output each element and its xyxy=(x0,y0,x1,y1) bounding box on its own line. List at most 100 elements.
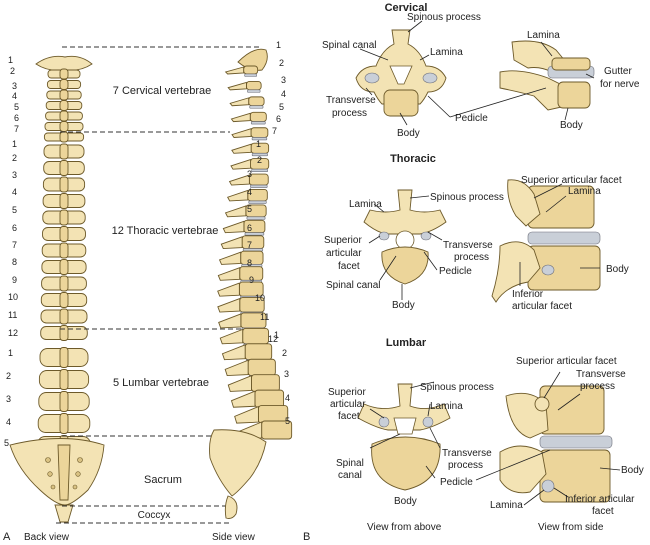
lumbar-sup-art-label-3: facet xyxy=(338,411,360,422)
lumbar-spinous-label: Spinous process xyxy=(420,382,494,393)
side-vertebra xyxy=(224,204,267,220)
cervical-region-label: 7 Cervical vertebrae xyxy=(113,85,211,97)
thoracic-leaders xyxy=(368,183,600,300)
side-num-t1: 1 xyxy=(256,139,261,149)
side-vertebra xyxy=(227,80,262,93)
back-vertebra xyxy=(39,347,89,368)
cervical-gutter-label-2: for nerve xyxy=(600,79,640,90)
thoracic-side-body-label: Body xyxy=(606,264,629,275)
cervical-transverse-label-1: Transverse xyxy=(326,95,376,106)
lumbar-side-body-label: Body xyxy=(621,465,644,476)
side-vertebra xyxy=(224,65,259,77)
side-vertebra xyxy=(229,96,265,109)
back-vertebra xyxy=(45,100,83,111)
back-vertebra xyxy=(41,242,87,259)
panel-a-letter: A xyxy=(3,531,11,543)
side-num-c3: 3 xyxy=(281,75,286,85)
side-num-t2: 2 xyxy=(257,155,262,165)
back-num-t4: 4 xyxy=(12,187,17,197)
side-num-t9: 9 xyxy=(249,275,254,285)
side-num-l3: 3 xyxy=(284,369,289,379)
region-dividers xyxy=(56,46,280,524)
region-labels: 7 Cervical vertebrae 12 Thoracic vertebr… xyxy=(112,85,219,521)
coccyx-back-view xyxy=(54,504,74,523)
side-num-t10: 10 xyxy=(255,293,265,303)
back-view-spine xyxy=(9,55,105,523)
side-vertebra xyxy=(230,158,270,173)
back-num-c3: 3 xyxy=(12,81,17,91)
back-vertebra xyxy=(43,160,85,176)
side-vertebra xyxy=(231,142,270,157)
back-vertebra xyxy=(42,176,86,193)
back-vertebra xyxy=(42,193,86,209)
back-vertebra xyxy=(40,325,88,341)
back-num-t12: 12 xyxy=(8,328,18,338)
lumbar-section-title: Lumbar xyxy=(386,337,427,349)
lumbar-spinal-label-2: canal xyxy=(338,470,362,481)
cervical-top-view xyxy=(355,29,447,117)
back-num-c4: 4 xyxy=(12,91,17,101)
thoracic-side-sup-art-label: Superior articular facet xyxy=(521,175,622,186)
side-num-l2: 2 xyxy=(282,348,287,358)
thoracic-body-label: Body xyxy=(392,300,415,311)
thoracic-spinous-label: Spinous process xyxy=(430,192,504,203)
back-vertebra xyxy=(43,143,85,160)
back-num-t10: 10 xyxy=(8,292,18,302)
cervical-side-view xyxy=(499,40,595,111)
back-num-t1: 1 xyxy=(12,139,17,149)
lumbar-labels: Superior articular facet Spinous process… xyxy=(328,356,644,517)
thoracic-transverse-label-1: Transverse xyxy=(443,240,493,251)
back-view-caption: Back view xyxy=(24,532,70,543)
cervical-pedicle-label: Pedicle xyxy=(455,113,488,124)
thoracic-top-view xyxy=(363,189,447,285)
side-vertebra xyxy=(222,219,266,236)
view-from-side-caption: View from side xyxy=(538,522,604,533)
back-vertebra xyxy=(38,391,90,412)
lumbar-region-label: 5 Lumbar vertebrae xyxy=(113,377,209,389)
back-vertebra xyxy=(42,226,86,242)
back-num-l4: 4 xyxy=(6,417,11,427)
lumbar-side-view xyxy=(499,385,613,503)
side-num-t12: 12 xyxy=(268,334,278,344)
side-vertebra xyxy=(221,343,273,363)
side-num-t7: 7 xyxy=(247,240,252,250)
thoracic-region-label: 12 Thoracic vertebrae xyxy=(112,225,219,237)
cervical-section-title: Cervical xyxy=(385,2,428,14)
side-num-t8: 8 xyxy=(247,258,252,268)
cervical-labels: Spinous process Spinal canal Lamina Tran… xyxy=(322,12,640,139)
cervical-lamina-label: Lamina xyxy=(430,47,463,58)
side-num-l4: 4 xyxy=(285,393,290,403)
lumbar-inf-art-label-2: facet xyxy=(592,506,614,517)
lumbar-body-label: Body xyxy=(394,496,417,507)
side-num-t11: 11 xyxy=(260,312,269,322)
lumbar-side-lamina-label: Lamina xyxy=(490,500,523,511)
lumbar-sup-art-label-1: Superior xyxy=(328,387,366,398)
cervical-gutter-label-1: Gutter xyxy=(604,66,632,77)
back-num-l5: 5 xyxy=(4,438,9,448)
thoracic-transverse-label-2: process xyxy=(454,252,489,263)
side-vertebra xyxy=(227,189,268,204)
back-num-t7: 7 xyxy=(12,240,17,250)
lumbar-leaders xyxy=(369,371,621,506)
back-num-c5: 5 xyxy=(14,102,19,112)
thoracic-sup-art-label-2: articular xyxy=(326,248,362,259)
thoracic-inf-art-label-2: articular facet xyxy=(512,301,572,312)
cervical-leaders xyxy=(359,20,595,126)
lumbar-pedicle-label: Pedicle xyxy=(440,477,473,488)
side-num-c6: 6 xyxy=(276,114,281,124)
side-num-t4: 4 xyxy=(247,187,252,197)
side-num-t5: 5 xyxy=(247,204,252,214)
back-vertebra xyxy=(38,369,90,390)
back-vertebra xyxy=(47,68,81,80)
side-num-c4: 4 xyxy=(281,89,286,99)
cervical-side-lamina-label: Lamina xyxy=(527,30,560,41)
back-num-t3: 3 xyxy=(12,170,17,180)
coccyx-region-label: Coccyx xyxy=(138,510,171,521)
back-vertebra xyxy=(46,79,82,90)
sacrum-side-view xyxy=(209,429,267,497)
back-num-c6: 6 xyxy=(14,113,19,123)
thoracic-pedicle-label: Pedicle xyxy=(439,266,472,277)
sacrum-region-label: Sacrum xyxy=(144,474,182,486)
thoracic-labels: Lamina Spinous process Superior articula… xyxy=(324,175,629,312)
side-view-spine xyxy=(209,48,293,519)
